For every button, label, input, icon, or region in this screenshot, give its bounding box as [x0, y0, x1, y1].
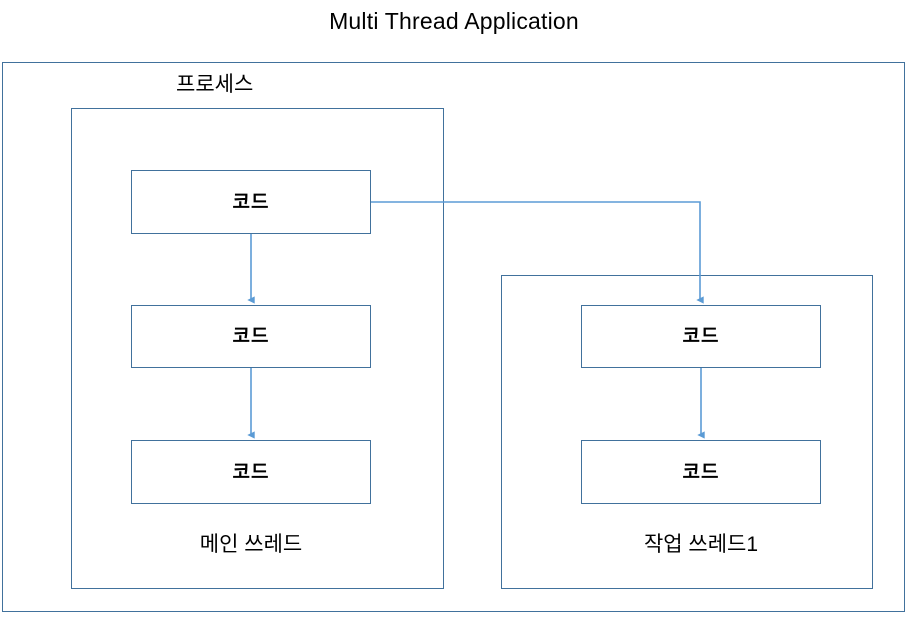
code-block-main-1[interactable]: 코드 — [131, 170, 371, 234]
page-title: Multi Thread Application — [329, 8, 579, 34]
code-block-main-3[interactable]: 코드 — [131, 440, 371, 504]
thread-container-main — [71, 108, 444, 589]
code-block-label: 코드 — [682, 326, 720, 347]
application-frame — [2, 62, 905, 612]
code-block-label: 코드 — [232, 191, 270, 213]
code-block-label: 코드 — [232, 461, 270, 483]
process-label: 프로세스 — [176, 73, 254, 96]
thread-label-worker1: 작업 쓰레드1 — [643, 533, 759, 556]
code-block-label: 코드 — [682, 461, 720, 483]
code-block-label: 코드 — [232, 326, 270, 347]
code-block-worker1-2[interactable]: 코드 — [581, 440, 821, 504]
code-block-main-2[interactable]: 코드 — [131, 305, 371, 368]
thread-label-main: 메인 쓰레드 — [199, 533, 303, 556]
code-block-worker1-1[interactable]: 코드 — [581, 305, 821, 368]
